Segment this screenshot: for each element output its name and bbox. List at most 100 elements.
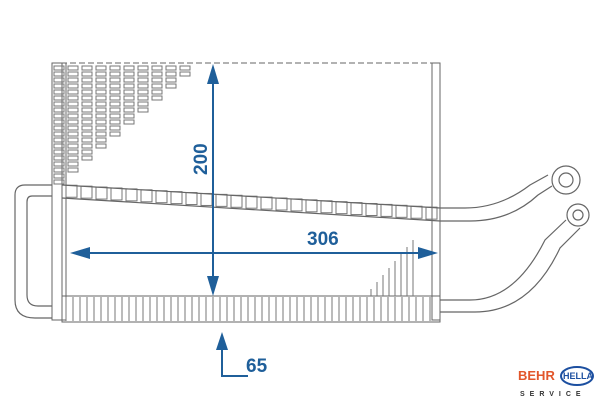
fin-segment [151,89,163,95]
fin-segment [95,101,107,107]
fin-segment [95,77,107,83]
fin-segment [53,167,65,173]
fin-segment [137,95,149,101]
tube-segment [230,194,243,208]
tube-segment [305,199,318,213]
fin-segment [81,107,93,113]
right-pipe-lower-a [440,219,567,301]
fin-segment [109,89,121,95]
fin-segment [151,77,163,83]
tube-segment [275,197,288,211]
fin-segment [165,71,177,77]
fin-segment [67,71,79,77]
dimension-200-label: 200 [191,143,212,175]
fin-segment [53,161,65,167]
fin-segment [109,83,121,89]
fin-segment [95,107,107,113]
tube-segment [380,203,393,217]
right-pipe-upper-a [440,174,549,209]
service-text: SERVICE [520,391,586,398]
tube-segment [140,189,153,203]
fin-segment [67,131,79,137]
refrigerant-pipes [14,165,590,319]
fin-segment [53,77,65,83]
fin-segment [123,71,135,77]
lower-fitting-bore [572,209,584,221]
fin-segment [81,143,93,149]
fin-segment [109,113,121,119]
fin-segment [109,65,121,71]
fin-segment [179,65,191,71]
arrowhead-right [418,247,438,259]
fin-segment [109,77,121,83]
fin-segment [53,113,65,119]
fin-segment [123,119,135,125]
fin-segment [67,137,79,143]
fin-segment [95,83,107,89]
tube-segment [395,204,408,218]
fin-segment [53,179,65,185]
fin-segment [81,101,93,107]
evaporator-core [51,62,441,323]
fin-segment [67,113,79,119]
fin-segment [53,173,65,179]
dimension-306 [70,247,438,259]
fin-segment [53,107,65,113]
fin-segment [109,95,121,101]
upper-fitting-bore [558,172,574,188]
tube-segment [95,186,108,200]
fin-segment [95,131,107,137]
fin-segment [151,65,163,71]
left-loop-inner [26,195,52,307]
fin-segment [165,65,177,71]
fin-segment [81,77,93,83]
dimension-200 [207,64,219,296]
diagonal-tube [61,184,441,222]
fin-segment [81,149,93,155]
fin-segment [67,89,79,95]
fin-segment [53,95,65,101]
fin-segment [123,107,135,113]
fin-segment [53,131,65,137]
fins [53,65,438,321]
tube-segment [125,188,138,202]
tube-segment [245,195,258,209]
fin-segment [53,149,65,155]
fin-segment [53,119,65,125]
fin-segment [165,83,177,89]
behr-hella-logo: BEHR HELLA SERVICE [518,366,594,398]
fin-segment [123,89,135,95]
upper-fitting [551,165,581,195]
arrowhead-up [207,64,219,84]
fin-segment [109,71,121,77]
fin-segment [137,71,149,77]
fin-segment [81,65,93,71]
fin-segment [67,95,79,101]
fin-segment [81,89,93,95]
fin-segment [53,71,65,77]
fin-segment [179,71,191,77]
dimension-65 [216,332,248,377]
right-pipe-lower-b [440,227,581,313]
fin-segment [137,77,149,83]
fin-segment [123,95,135,101]
fin-segment [109,101,121,107]
fin-segment [95,125,107,131]
tube-segment [110,187,123,201]
fin-segment [67,143,79,149]
fin-segment [165,77,177,83]
fin-segment [137,101,149,107]
bottom-fin-band [61,295,441,323]
fin-segment [81,83,93,89]
arrowhead-down [207,276,219,296]
right-side-plate [431,62,441,321]
tube-segment [155,190,168,204]
hella-logo-text: HELLA [563,371,593,381]
behr-logo-text: BEHR [518,368,555,383]
arrowhead-left [70,247,90,259]
tube-segment [185,192,198,206]
fin-segment [151,71,163,77]
fin-segment [67,77,79,83]
fin-segment [151,83,163,89]
